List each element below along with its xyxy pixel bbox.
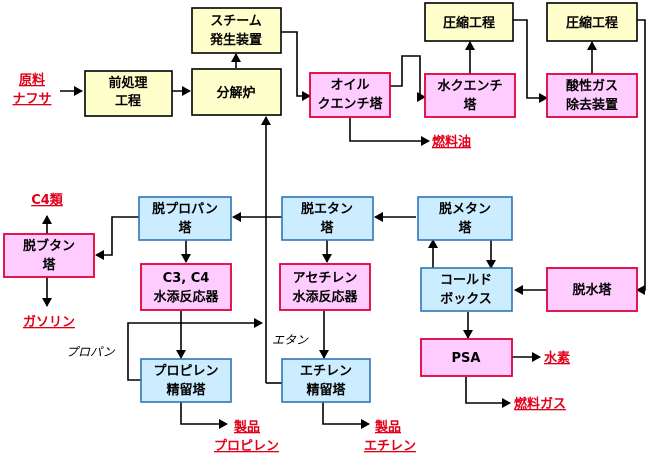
node-depropanizer-line2: 塔 bbox=[178, 220, 192, 236]
node-acetylene-hydrogenation: アセチレン 水添反応器 bbox=[279, 263, 371, 311]
node-acid-gas-line2: 除去装置 bbox=[566, 97, 618, 113]
note-propane: プロパン bbox=[66, 345, 116, 359]
node-demethanizer-line2: 塔 bbox=[458, 220, 472, 236]
arrow-comp1-to-acid-gas bbox=[513, 19, 548, 103]
output-fuel-oil: 燃料油 bbox=[432, 134, 471, 150]
node-water-quench-line2: 塔 bbox=[463, 97, 477, 113]
node-oil-quench: オイル クエンチ塔 bbox=[309, 72, 391, 118]
output-product-propylene-line1: 製品 bbox=[233, 419, 260, 435]
output-hydrogen: 水素 bbox=[544, 350, 570, 366]
node-pretreatment-line2: 工程 bbox=[115, 94, 141, 109]
output-c4: C4類 bbox=[31, 193, 64, 208]
output-naphtha: 原料 ナフサ bbox=[12, 72, 51, 107]
arrow-propylene-tower-to-product bbox=[180, 402, 228, 429]
node-acid-gas-line1: 酸性ガス bbox=[566, 78, 618, 94]
flow-lines bbox=[42, 19, 646, 429]
output-gasoline: ガソリン bbox=[23, 315, 75, 330]
node-psa: PSA bbox=[420, 338, 513, 377]
node-depropanizer: 脱プロパン 塔 bbox=[138, 196, 232, 241]
output-product-ethylene-line2: エチレン bbox=[364, 439, 416, 454]
node-pretreatment: 前処理 工程 bbox=[84, 70, 173, 117]
node-steam-line2: 発生装置 bbox=[209, 32, 262, 48]
node-debutanizer-line2: 塔 bbox=[42, 257, 56, 273]
node-water-quench: 水クエンチ 塔 bbox=[424, 73, 516, 118]
node-debutanizer: 脱ブタン 塔 bbox=[3, 233, 95, 278]
output-product-propylene-line2: プロピレン bbox=[214, 439, 279, 454]
node-pretreatment-line1: 前処理 bbox=[108, 75, 147, 91]
output-naphtha-line1: 原料 bbox=[19, 72, 45, 88]
node-depropanizer-line1: 脱プロパン bbox=[152, 201, 218, 217]
node-compression-1: 圧縮工程 bbox=[424, 2, 514, 42]
arrow-oil-quench-to-water-quench bbox=[390, 55, 426, 102]
note-ethane: エタン bbox=[272, 333, 309, 347]
node-oil-quench-line2: クエンチ塔 bbox=[317, 96, 383, 112]
node-propylene-tower-line2: 精留塔 bbox=[166, 382, 206, 398]
node-c3c4-hydrogenation: C3, C4 水添反応器 bbox=[140, 263, 232, 311]
node-cold-box-line1: コールド bbox=[440, 273, 492, 288]
arrow-steam-to-oil-quench bbox=[281, 31, 311, 101]
node-steam-line1: スチーム bbox=[210, 14, 262, 29]
node-propylene-tower-line1: プロピレン bbox=[153, 364, 218, 379]
output-naphtha-line2: ナフサ bbox=[12, 92, 51, 107]
node-cold-box-line2: ボックス bbox=[440, 291, 492, 307]
node-acetylene-line2: 水添反応器 bbox=[292, 289, 358, 305]
node-debutanizer-line1: 脱ブタン bbox=[23, 238, 75, 254]
node-propylene-fractionator: プロピレン 精留塔 bbox=[140, 358, 232, 403]
arrow-psa-to-fuel-gas bbox=[465, 377, 511, 408]
node-ethylene-fractionator: エチレン 精留塔 bbox=[281, 358, 371, 403]
output-product-ethylene: 製品 エチレン bbox=[364, 419, 416, 454]
node-deethanizer-line2: 塔 bbox=[320, 220, 334, 236]
node-acetylene-line1: アセチレン bbox=[293, 271, 358, 286]
node-oil-quench-line1: オイル bbox=[330, 78, 369, 93]
arrow-comp2-to-dehydration bbox=[636, 19, 646, 295]
node-compression-1-label: 圧縮工程 bbox=[443, 15, 495, 31]
output-product-ethylene-line1: 製品 bbox=[374, 419, 401, 435]
node-cracker: 分解炉 bbox=[191, 68, 282, 116]
node-dehydration-label: 脱水塔 bbox=[572, 282, 612, 298]
arrow-depropanizer-to-debutanizer bbox=[95, 216, 139, 260]
node-cracker-label: 分解炉 bbox=[216, 85, 255, 101]
node-compression-2: 圧縮工程 bbox=[546, 2, 638, 42]
arrow-ethylene-tower-to-product bbox=[322, 402, 370, 429]
arrow-oil-quench-to-fuel-oil bbox=[349, 118, 430, 146]
node-compression-2-label: 圧縮工程 bbox=[566, 15, 618, 31]
node-ethylene-tower-line2: 精留塔 bbox=[306, 382, 346, 398]
node-deethanizer-line1: 脱エタン bbox=[301, 201, 353, 217]
node-demethanizer-line1: 脱メタン bbox=[439, 201, 491, 217]
node-water-quench-line1: 水クエンチ bbox=[437, 78, 502, 94]
node-demethanizer: 脱メタン 塔 bbox=[417, 196, 513, 241]
node-dehydration-tower: 脱水塔 bbox=[546, 267, 638, 312]
node-deethanizer: 脱エタン 塔 bbox=[281, 196, 374, 241]
node-cold-box: コールド ボックス bbox=[420, 267, 513, 312]
node-c3c4-line1: C3, C4 bbox=[163, 271, 210, 286]
output-fuel-gas: 燃料ガス bbox=[514, 396, 566, 412]
output-product-propylene: 製品 プロピレン bbox=[214, 419, 279, 454]
node-steam-generator: スチーム 発生装置 bbox=[191, 7, 282, 54]
propane-recycle-line bbox=[127, 318, 263, 381]
node-ethylene-tower-line1: エチレン bbox=[300, 364, 352, 379]
node-acid-gas-removal: 酸性ガス 除去装置 bbox=[546, 73, 638, 118]
node-psa-label: PSA bbox=[452, 351, 481, 366]
node-c3c4-line2: 水添反応器 bbox=[153, 289, 219, 305]
